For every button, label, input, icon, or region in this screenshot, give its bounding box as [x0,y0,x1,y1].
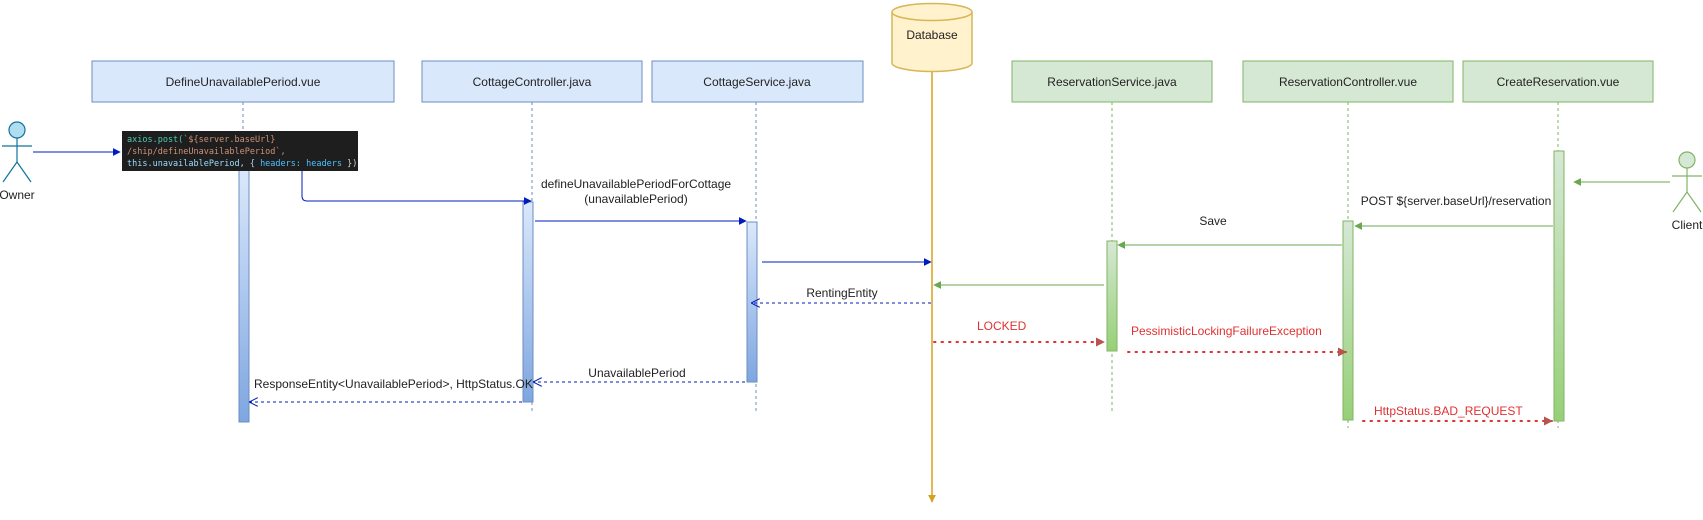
owner-actor-label: Owner [0,188,35,202]
code-line-3-headers: headers: headers [260,159,342,169]
svg-text:this.unavailablePeriod, { head: this.unavailablePeriod, { headers: heade… [127,159,357,169]
participant-label: CottageController.java [473,75,592,89]
participant-label: ReservationService.java [1047,75,1177,89]
message-define-call-args: (unavailablePeriod) [584,192,687,206]
participant-label: CottageService.java [703,75,811,89]
participant-reservation-service[interactable]: ReservationService.java [1011,60,1213,103]
participant-reservation-controller[interactable]: ReservationController.vue [1242,60,1454,103]
participant-define-unavailable-period[interactable]: DefineUnavailablePeriod.vue [91,60,395,103]
client-actor-label: Client [1672,218,1703,232]
message-save: Save [1199,214,1227,228]
participant-label: ReservationController.vue [1279,75,1417,89]
activation-create-reservation [1553,150,1565,422]
participant-label: DefineUnavailablePeriod.vue [166,75,321,89]
code-line-2: /ship/defineUnavailablePeriod`, [127,146,286,157]
message-post-reservation: POST ${server.baseUrl}/reservation [1361,194,1552,208]
message-unavailable-period: UnavailablePeriod [588,366,685,380]
message-locked: LOCKED [977,319,1027,333]
message-bad-request: HttpStatus.BAD_REQUEST [1374,404,1523,418]
code-line-1-template: ${server.baseUrl} [188,135,275,145]
participant-label: CreateReservation.vue [1497,75,1620,89]
participant-create-reservation[interactable]: CreateReservation.vue [1462,60,1654,103]
code-line-3-close: }) [342,159,357,169]
code-snippet: axios.post(`${server.baseUrl} /ship/defi… [122,131,358,171]
code-line-1-call: axios.post(` [127,134,188,145]
activation-define-unavailable-period [238,169,250,423]
message-renting-entity: RentingEntity [806,286,877,300]
participant-cottage-service[interactable]: CottageService.java [651,60,864,103]
arrow-frontend-to-cottage-controller [301,171,532,205]
database-label: Database [906,28,958,42]
participant-cottage-controller[interactable]: CottageController.java [421,60,643,103]
svg-text:axios.post(`${server.baseUrl}: axios.post(`${server.baseUrl} [127,134,275,145]
activation-cottage-service [746,221,758,383]
client-actor-icon [1672,151,1702,213]
activation-cottage-controller [522,201,534,403]
owner-actor-icon [2,121,32,183]
message-pessimistic-exception: PessimisticLockingFailureException [1131,324,1322,338]
message-define-call-label: defineUnavailablePeriodForCottage [541,177,731,191]
code-line-3-args: this.unavailablePeriod, { [127,159,260,169]
database-cylinder[interactable]: Database [891,2,973,73]
activation-reservation-service [1106,240,1118,352]
message-response-entity: ResponseEntity<UnavailablePeriod>, HttpS… [254,377,533,391]
activation-reservation-controller [1342,220,1354,421]
